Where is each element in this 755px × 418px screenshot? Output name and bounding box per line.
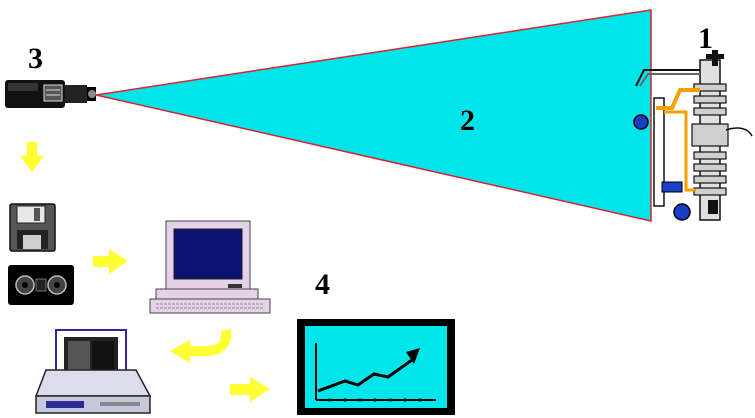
label-4: 4: [315, 268, 330, 301]
videotape-icon: [8, 265, 74, 305]
arrester-icon: [633, 50, 753, 221]
printer-icon: [34, 329, 152, 414]
label-1: 1: [698, 22, 713, 55]
video-camera-icon: [5, 80, 96, 108]
floppy-disk-icon: [9, 203, 56, 252]
computer-icon: [149, 220, 271, 314]
arrow-down: [20, 142, 44, 172]
arrow-right-to-computer: [93, 249, 128, 274]
label-3: 3: [28, 42, 43, 75]
graph-monitor-icon: [297, 319, 455, 415]
arrow-right-to-graph: [230, 377, 270, 402]
arrow-curved-to-printer: [170, 329, 232, 363]
label-2: 2: [460, 104, 475, 137]
field-of-view-beam: [95, 9, 652, 222]
